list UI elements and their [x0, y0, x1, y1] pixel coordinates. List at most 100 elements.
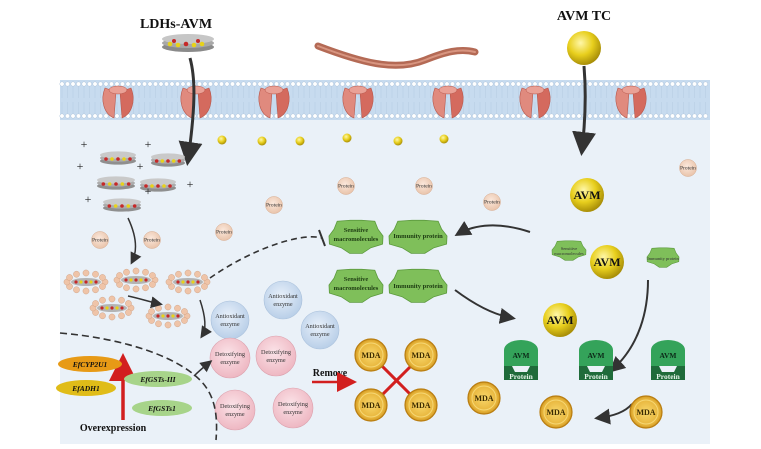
plus-sign: + [137, 159, 144, 173]
svg-text:Antioxidant: Antioxidant [215, 313, 245, 320]
title-ldhs-avm: LDHs-AVM [140, 17, 212, 32]
svg-text:Immunity protein: Immunity protein [393, 283, 443, 290]
membrane-channel-icon [615, 85, 647, 119]
mda-icon: MDA [404, 388, 438, 422]
mda-icon: MDA [629, 395, 663, 429]
svg-text:Sensitive: Sensitive [561, 246, 578, 251]
detoxifying-enzyme-1: Detoxifying enzyme [209, 337, 251, 379]
svg-text:MDA: MDA [636, 408, 655, 417]
overexpression-label: Overexpression [80, 423, 147, 434]
svg-text:Protein: Protein [656, 372, 680, 381]
protein-icon: Protein [483, 193, 501, 211]
coated-ldh-icon [165, 269, 211, 295]
membrane-channel-icon [519, 85, 551, 119]
svg-text:Protein: Protein [509, 372, 533, 381]
svg-text:Protein: Protein [144, 238, 160, 244]
mda-icon: MDA [404, 338, 438, 372]
mda-arrow [594, 403, 633, 425]
protein-icon: Protein [415, 177, 433, 195]
gene-to-enzyme-arrow [193, 360, 213, 377]
coated-ldh-icon [145, 303, 191, 329]
protein-icon: Protein [143, 231, 161, 249]
binding-arrow [609, 279, 649, 373]
svg-text:MDA: MDA [474, 394, 493, 403]
svg-text:AVM: AVM [588, 351, 605, 360]
svg-text:Immunity protein: Immunity protein [393, 233, 443, 240]
svg-text:macromolecules: macromolecules [334, 285, 379, 292]
svg-text:MDA: MDA [411, 401, 430, 410]
released-avm-dots [217, 133, 449, 146]
inhibition-line [209, 236, 323, 279]
svg-text:enzyme: enzyme [310, 331, 329, 338]
plus-sign: + [85, 192, 92, 206]
svg-text:Protein: Protein [416, 184, 432, 190]
svg-text:EfADH1: EfADH1 [71, 384, 100, 393]
avm-protein-receptor-icon: AVM Protein [504, 340, 538, 381]
immunity-protein-1: Immunity protein [388, 219, 448, 254]
svg-text:Detoxifying: Detoxifying [261, 349, 291, 356]
ldh-stack-icon [103, 198, 141, 212]
membrane-channel-icon [258, 85, 290, 119]
svg-text:Protein: Protein [266, 203, 282, 209]
svg-text:Detoxifying: Detoxifying [215, 351, 245, 358]
svg-text:AVM: AVM [546, 313, 573, 327]
svg-text:MDA: MDA [546, 408, 565, 417]
protein-icon: Protein [679, 159, 697, 177]
svg-text:enzyme: enzyme [225, 411, 244, 418]
svg-text:macromolecules: macromolecules [334, 236, 379, 243]
ldh-stacks [97, 151, 185, 212]
svg-text:AVM: AVM [513, 351, 530, 360]
svg-text:Protein: Protein [338, 184, 354, 190]
svg-text:Protein: Protein [92, 238, 108, 244]
ldh-stack-icon [140, 178, 176, 192]
membrane-channel-icon [342, 85, 374, 119]
mda-icon: MDA [467, 381, 501, 415]
gene-efcyp2u1: EfCYP2U1 [58, 356, 122, 372]
svg-text:enzyme: enzyme [220, 321, 239, 328]
svg-text:MDA: MDA [411, 351, 430, 360]
svg-text:Protein: Protein [584, 372, 608, 381]
ldh-stack-icon [151, 153, 185, 167]
title-avm-tc: AVM TC [557, 9, 611, 24]
dashed-boundary [59, 332, 218, 441]
mda-icon: MDA [354, 338, 388, 372]
svg-text:enzyme: enzyme [266, 357, 285, 364]
gene-efgsts1: EfGSTs1 [132, 400, 192, 416]
gene-efgsts-iii: EfGSTs-III [124, 371, 192, 387]
protein-coated-ldhs [63, 267, 211, 329]
svg-text:Protein: Protein [680, 166, 696, 172]
small-immunity-protein: Immunity protein [646, 247, 680, 268]
svg-text:EfCYP2U1: EfCYP2U1 [72, 360, 108, 369]
worm-icon [314, 42, 479, 69]
svg-text:Detoxifying: Detoxifying [278, 401, 308, 408]
svg-text:macromolecules: macromolecules [554, 251, 584, 256]
svg-text:Protein: Protein [216, 230, 232, 236]
ldh-particle-icon [162, 34, 214, 52]
flow-arrow-2 [127, 295, 163, 309]
svg-text:Detoxifying: Detoxifying [220, 403, 250, 410]
plus-sign: + [187, 177, 194, 191]
entry-arrow-avm-tc [572, 65, 596, 156]
antioxidant-enzyme-2: Antioxidant enzyme [263, 280, 303, 320]
avm-sphere-2: AVM [590, 245, 624, 279]
svg-text:Antioxidant: Antioxidant [305, 323, 335, 330]
svg-text:Sensitive: Sensitive [344, 276, 369, 283]
membrane-channel-icon [432, 85, 464, 119]
svg-text:Antioxidant: Antioxidant [268, 293, 298, 300]
avm-tc-sphere-icon [567, 31, 601, 65]
plus-sign: + [81, 137, 88, 151]
cell-membrane [60, 80, 710, 120]
antioxidant-enzyme-3: Antioxidant enzyme [300, 310, 340, 350]
plus-sign: + [145, 184, 152, 198]
coated-ldh-icon [63, 269, 109, 295]
detoxifying-enzyme-2: Detoxifying enzyme [255, 335, 297, 377]
mda-icon: MDA [539, 395, 573, 429]
detoxifying-enzyme-3: Detoxifying enzyme [214, 389, 256, 431]
ldh-stack-icon [97, 176, 135, 190]
flow-arrow-3 [199, 299, 212, 339]
